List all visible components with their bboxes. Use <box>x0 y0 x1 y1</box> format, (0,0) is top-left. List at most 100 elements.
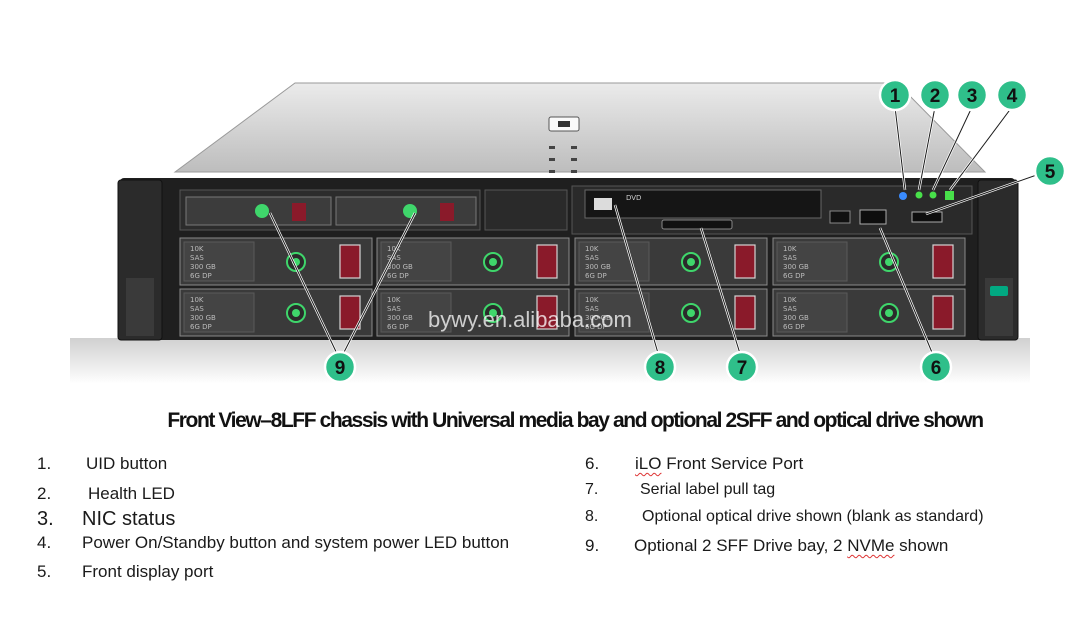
uid-led <box>899 192 907 200</box>
drive-label-line: 10K <box>585 245 599 253</box>
drive-label-line: 300 GB <box>585 314 611 322</box>
drive-label-line: 10K <box>783 245 797 253</box>
front-usb-port <box>829 210 851 224</box>
drive-label-line: 10K <box>387 245 401 253</box>
callout-7: 7 <box>725 350 759 384</box>
drive-release-latch <box>536 244 558 279</box>
ilo-service-port <box>859 209 887 225</box>
drive-label-line: 6G DP <box>783 272 805 280</box>
legend-number: 5. <box>37 562 52 581</box>
drive-label-line: 300 GB <box>387 314 413 322</box>
optical-drive <box>584 189 822 219</box>
drive-label-line: 10K <box>585 296 599 304</box>
drive-label-line: 300 GB <box>387 263 413 271</box>
legend-number: 1. <box>37 454 52 473</box>
callout-number: 5 <box>1045 162 1056 183</box>
callout-number: 4 <box>1007 86 1018 107</box>
legend-text: Optional optical drive shown (blank as s… <box>642 508 984 525</box>
serial-label-pull-tag <box>661 219 733 230</box>
drive-release-latch <box>932 295 954 330</box>
callout-number: 1 <box>890 86 901 107</box>
legend-text: Power On/Standby button and system power… <box>82 533 510 552</box>
sff-drive-1 <box>185 196 332 226</box>
nic-led <box>929 191 937 199</box>
leader-lines-core <box>269 106 1049 363</box>
legend-number: 4. <box>37 533 52 552</box>
callout-number: 9 <box>335 358 346 379</box>
legend-number: 2. <box>37 484 52 503</box>
drive-label-line: 300 GB <box>190 314 216 322</box>
chassis-top-cover <box>173 82 987 173</box>
drive-label-line: 300 GB <box>783 314 809 322</box>
callout-number: 6 <box>931 358 942 379</box>
legend-number: 6. <box>585 454 600 473</box>
drive-label-line: 6G DP <box>585 323 607 331</box>
drive-label-line: SAS <box>190 305 204 313</box>
health-led <box>915 191 923 199</box>
legend-number: 7. <box>585 481 599 498</box>
drive-label-line: 300 GB <box>190 263 216 271</box>
legend-text: NIC status <box>82 508 176 530</box>
drive-release-latch <box>734 244 756 279</box>
drive-label-line: SAS <box>387 305 401 313</box>
drive-label-line: SAS <box>387 254 401 262</box>
callout-2: 2 <box>918 78 952 112</box>
drive-label-line: 10K <box>190 245 204 253</box>
callout-3: 3 <box>955 78 989 112</box>
drive-label-line: SAS <box>190 254 204 262</box>
callout-8: 8 <box>643 350 677 384</box>
legend-number: 8. <box>585 508 599 525</box>
sff-drive-2 <box>335 196 477 226</box>
callout-number: 8 <box>655 358 666 379</box>
drive-release-latch <box>339 295 361 330</box>
drive-release-latch <box>536 295 558 330</box>
drive-label-line: 6G DP <box>190 323 212 331</box>
callout-number: 7 <box>737 358 748 379</box>
legend-number: 3. <box>37 508 54 530</box>
drive-label-line: 300 GB <box>783 263 809 271</box>
hpe-logo-badge <box>990 286 1008 296</box>
lid-vent-dots <box>549 146 577 173</box>
drive-label-line: 6G DP <box>585 272 607 280</box>
drive-label-line: SAS <box>783 305 797 313</box>
legend-text: Front display port <box>82 562 214 581</box>
drive-release-latch <box>734 295 756 330</box>
drive-label-line: 6G DP <box>190 272 212 280</box>
callout-5: 5 <box>1033 154 1067 188</box>
drive-label-line: 10K <box>190 296 204 304</box>
drive-label-line: 10K <box>783 296 797 304</box>
watermark: bywy.en.alibaba.com <box>428 307 632 332</box>
legend-text: iLO Front Service Port <box>635 454 804 473</box>
drive-label-line: SAS <box>783 254 797 262</box>
drive-release-latch <box>339 244 361 279</box>
callout-1: 1 <box>878 78 912 112</box>
legend-number: 9. <box>585 536 600 555</box>
drive-label-line: SAS <box>585 254 599 262</box>
drive-label-line: 6G DP <box>387 323 409 331</box>
drive-label-line: 10K <box>387 296 401 304</box>
callout-9: 9 <box>323 350 357 384</box>
legend-text: Health LED <box>88 484 175 503</box>
callout-4: 4 <box>995 78 1029 112</box>
drive-label-line: 300 GB <box>585 263 611 271</box>
drive-label-line: SAS <box>585 305 599 313</box>
callout-number: 2 <box>930 86 941 107</box>
drive-label-line: 6G DP <box>783 323 805 331</box>
callout-number: 3 <box>967 86 978 107</box>
floor-shadow <box>70 338 1030 384</box>
optical-drive-label: DVD <box>626 194 641 202</box>
figure-caption: Front View–8LFF chassis with Universal m… <box>167 409 984 432</box>
legend-text: Serial label pull tag <box>640 481 776 498</box>
drive-release-latch <box>932 244 954 279</box>
legend-text: UID button <box>86 454 168 473</box>
front-display-port <box>911 211 943 223</box>
